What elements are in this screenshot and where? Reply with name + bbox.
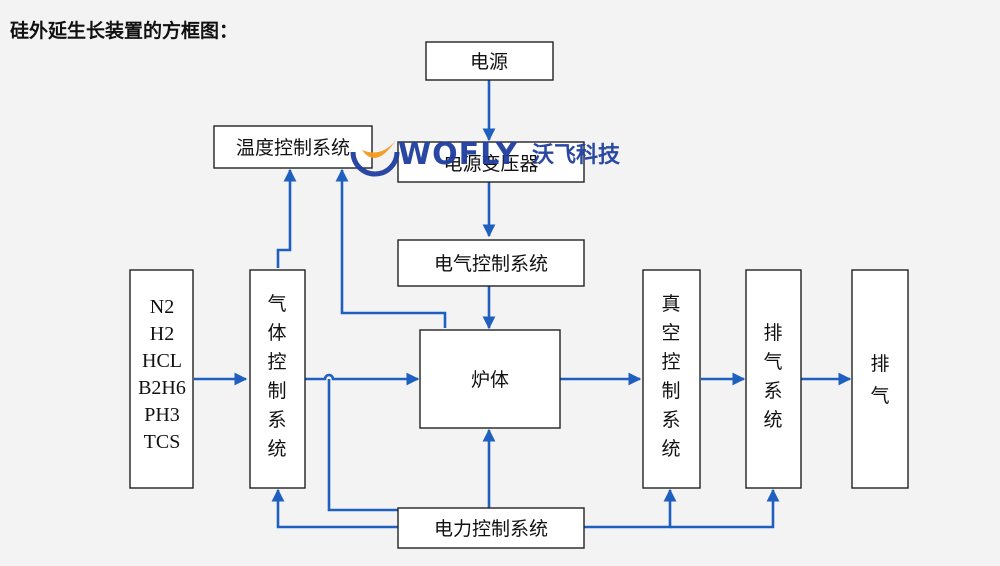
diagram-title: 硅外延生长装置的方框图： [10,20,239,42]
gas-ph3: PH3 [144,404,180,426]
exhaust-char: 气 [870,385,889,407]
node-power-control: 电力控制系统 [397,507,585,549]
gas-control-char: 制 [267,380,286,402]
vacuum-char: 空 [661,322,680,344]
vacuum-char: 真 [661,293,680,315]
node-transformer-label: 电源变压器 [443,153,538,175]
node-gases: N2 H2 HCL B2H6 PH3 TCS [129,269,194,489]
gas-control-char: 气 [267,293,286,315]
wofly-watermark: WOFLY 沃飞科技 [350,137,621,177]
node-gas-control: 气 体 控 制 系 统 [249,269,306,489]
exhaust-char: 排 [870,353,889,375]
edge-power-control-to-gas-control [271,488,398,529]
edge-power-control-to-vacuum [584,488,677,529]
exhaust-sys-char: 排 [763,322,782,344]
vacuum-char: 制 [661,380,680,402]
node-temp-control-label: 温度控制系统 [236,137,350,159]
edge-gas-control-to-temp-control [276,168,297,268]
node-elec-control-label: 电气控制系统 [434,253,548,275]
gas-control-char: 体 [267,322,286,344]
node-furnace: 炉体 [419,329,561,429]
exhaust-sys-char: 系 [763,380,782,402]
gas-control-char: 系 [267,409,286,431]
node-exhaust: 排 气 [851,269,909,489]
edge-furnace-to-temp-control [335,168,447,328]
edge-power-control-to-temp-control [327,379,398,512]
gas-control-char: 控 [267,351,286,373]
edge-power-control-to-exhaust-sys [670,488,780,529]
vacuum-char: 系 [661,409,680,431]
node-power-control-label: 电力控制系统 [434,518,548,540]
watermark-cn: 沃飞科技 [532,143,621,168]
gas-hcl: HCL [142,350,182,372]
node-power: 电源 [425,41,554,81]
vacuum-char: 控 [661,351,680,373]
node-temp-control: 温度控制系统 [213,125,373,169]
gas-n2: N2 [150,296,174,318]
node-furnace-label: 炉体 [471,369,509,391]
node-exhaust-sys: 排 气 系 统 [745,269,802,489]
watermark-brand: WOFLY [398,137,519,172]
wofly-logo-icon [350,140,400,177]
gas-h2: H2 [150,323,174,345]
node-vacuum: 真 空 控 制 系 统 [642,269,701,489]
vacuum-char: 统 [661,438,680,460]
exhaust-sys-char: 统 [763,409,782,431]
connectors [194,80,852,529]
node-power-label: 电源 [470,51,508,73]
node-transformer: 电源变压器 [397,141,585,183]
edge-gas-control-to-furnace [305,372,420,386]
gas-control-char: 统 [267,438,286,460]
gas-tcs: TCS [144,431,181,453]
exhaust-sys-char: 气 [763,351,782,373]
node-elec-control: 电气控制系统 [397,239,585,287]
gas-b2h6: B2H6 [138,377,186,399]
